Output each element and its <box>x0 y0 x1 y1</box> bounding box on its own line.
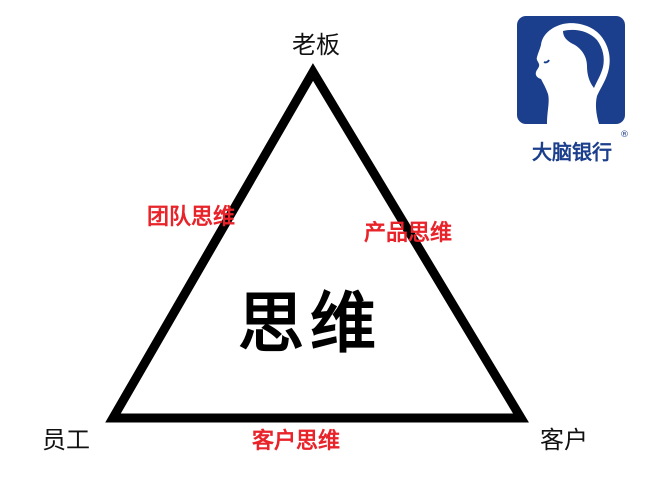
edge-customer-thinking-label: 客户思维 <box>252 428 341 454</box>
edge-team-thinking-label: 团队思维 <box>147 204 236 230</box>
center-thinking-label: 思维 <box>238 284 382 362</box>
edge-product-thinking-label: 产品思维 <box>364 220 453 246</box>
thinking-triangle <box>105 63 529 423</box>
vertex-boss-label: 老板 <box>292 31 340 59</box>
registered-mark: ® <box>620 130 629 140</box>
head-profile-icon <box>517 16 625 124</box>
vertex-employee-label: 员工 <box>42 426 90 454</box>
brand-name-label: 大脑银行 <box>532 140 612 164</box>
vertex-customer-label: 客户 <box>540 426 588 454</box>
